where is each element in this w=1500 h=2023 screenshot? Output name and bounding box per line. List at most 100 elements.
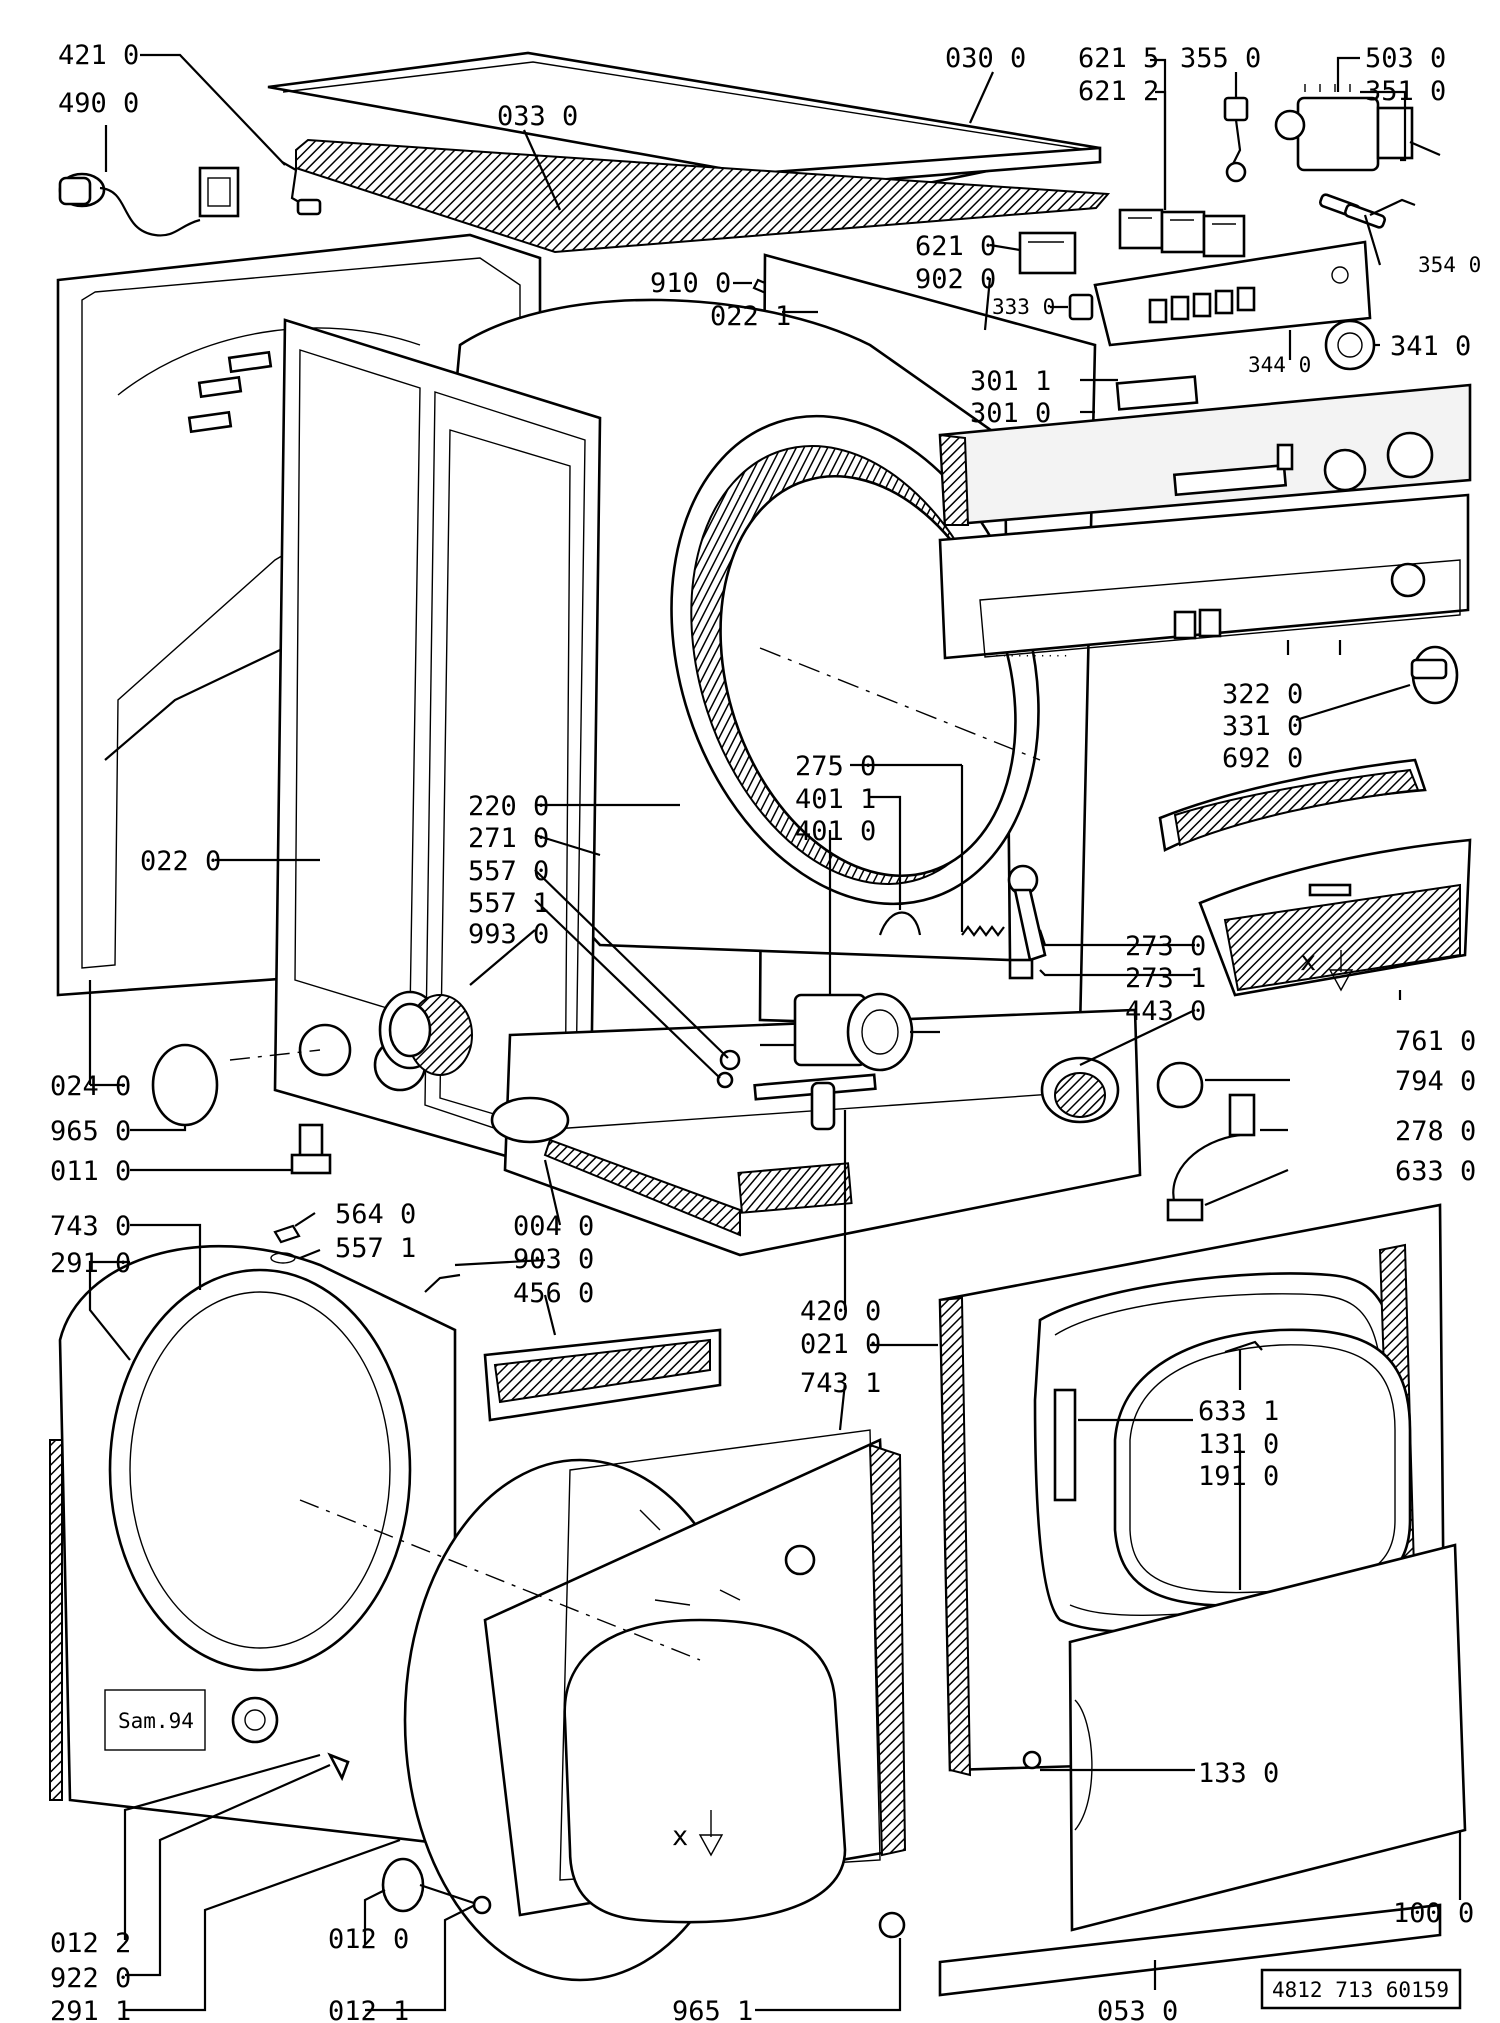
lint-filter-part [1158,758,1427,852]
label-131-0: 131 0 [1198,1429,1279,1460]
mains-plug-cable-part [58,166,240,237]
label-012-0: 012 0 [328,1924,409,1955]
spring-part [961,925,1005,937]
belt-tensioner-part [1007,864,1047,980]
relay-block-part [1018,208,1246,275]
label-355-0: 355 0 [1180,43,1261,74]
label-191-0: 191 0 [1198,1461,1279,1492]
label-100-0: 100 0 [1393,1898,1474,1929]
arrow-mark-1: x [1300,946,1354,992]
door-window-part [1113,1328,1412,1607]
label-456-0: 456 0 [513,1278,594,1309]
label-965-0: 965 0 [50,1116,131,1147]
leader-lines [88,53,1462,2012]
label-922-0: 922 0 [50,1963,131,1994]
label-557-0: 557 0 [468,856,549,887]
capacitor-part [810,1081,836,1131]
label-621-5: 621 5 [1078,43,1159,74]
axis-line-bottom [299,1499,701,1661]
door-switch-part [1224,1340,1263,1354]
label-902-0: 902 0 [915,264,996,295]
cap-part [151,1043,219,1127]
label-333-0: 333 0 [992,295,1055,319]
program-list: · · · · · · · · · · [995,649,1067,663]
label-743-0: 743 0 [50,1211,131,1242]
timer-part [1274,84,1441,172]
cap-part-965-1 [878,1911,906,1939]
label-557-1: 557 1 [468,888,549,919]
axis-line [229,1049,321,1061]
motor-part [760,992,940,1072]
interference-suppressor-part [281,161,322,216]
plinth-part [938,1903,1442,1997]
label-621-2: 621 2 [1078,76,1159,107]
thermostat-part [1166,1093,1256,1222]
label-004-0: 004 0 [513,1211,594,1242]
label-910-0: 910 0 [650,268,731,299]
label-557-1-b: 557 1 [335,1233,416,1264]
label-903-0: 903 0 [513,1244,594,1275]
sensor-part [1223,96,1249,183]
sensor-wire-part [424,1273,461,1293]
door-bearing-frame-part [403,1429,907,1982]
label-021-0: 021 0 [800,1329,881,1360]
label-621-0: 621 0 [915,231,996,262]
motor-clip-part [878,911,922,936]
label-443-0: 443 0 [1125,996,1206,1027]
label-012-2: 012 2 [50,1928,131,1959]
label-024-0: 024 0 [50,1071,131,1102]
label-022-1: 022 1 [710,301,791,332]
label-344-0: 344 0 [1248,353,1311,377]
signature-text: Sam.94 [118,1709,194,1733]
selector-panel-part: · · · · · · · · · · [938,493,1470,663]
label-993-0: 993 0 [468,919,549,950]
svg-text:x: x [672,1821,688,1852]
label-030-0: 030 0 [945,43,1026,74]
control-pcb-part [1093,240,1372,347]
insulation-mat-part [295,138,1111,254]
base-part [490,1008,1142,1257]
label-033-0: 033 0 [497,101,578,132]
bearing-clip-part [270,1224,301,1264]
label-490-0: 490 0 [58,88,139,119]
label-271-0: 271 0 [468,823,549,854]
label-401-0: 401 0 [795,816,876,847]
label-564-0: 564 0 [335,1199,416,1230]
label-331-0: 331 0 [1222,711,1303,742]
label-291-1: 291 1 [50,1996,131,2023]
label-278-0: 278 0 [1395,1116,1476,1147]
label-354-0: 354 0 [1418,253,1481,277]
selector-knob-part [1410,645,1459,705]
label-273-1: 273 1 [1125,963,1206,994]
label-633-0: 633 0 [1395,1156,1476,1187]
knob-part [1324,319,1376,371]
door-flap-part [1022,1543,1467,1932]
label-401-1: 401 1 [795,784,876,815]
label-273-0: 273 0 [1125,931,1206,962]
label-053-0: 053 0 [1097,1996,1178,2023]
label-301-1: 301 1 [970,366,1051,397]
label-220-0: 220 0 [468,791,549,822]
label-692-0: 692 0 [1222,743,1303,774]
indicator-lamp-part [1068,293,1094,321]
sealing-ring-part [1156,1061,1204,1109]
heater-strip-part [483,1328,722,1422]
label-011-0: 011 0 [50,1156,131,1187]
thermostat-pair-part [1318,193,1387,229]
label-794-0: 794 0 [1395,1066,1476,1097]
label-012-1: 012 1 [328,1996,409,2023]
label-965-1: 965 1 [672,1996,753,2023]
label-291-0: 291 0 [50,1248,131,1279]
label-503-0: 503 0 [1365,43,1446,74]
rear-bulkhead-part: Sam.94 [49,1245,457,1847]
label-275-0: 275 0 [795,751,876,782]
label-421-0: 421 0 [58,40,139,71]
label-633-1: 633 1 [1198,1396,1279,1427]
direction-arrow [327,1752,350,1782]
label-420-0: 420 0 [800,1296,881,1327]
label-341-0: 341 0 [1390,331,1471,362]
label-761-0: 761 0 [1395,1026,1476,1057]
control-panel-part [938,375,1472,527]
part-labels: 421 0 490 0 033 0 030 0 621 5 621 2 355 … [50,40,1481,2023]
